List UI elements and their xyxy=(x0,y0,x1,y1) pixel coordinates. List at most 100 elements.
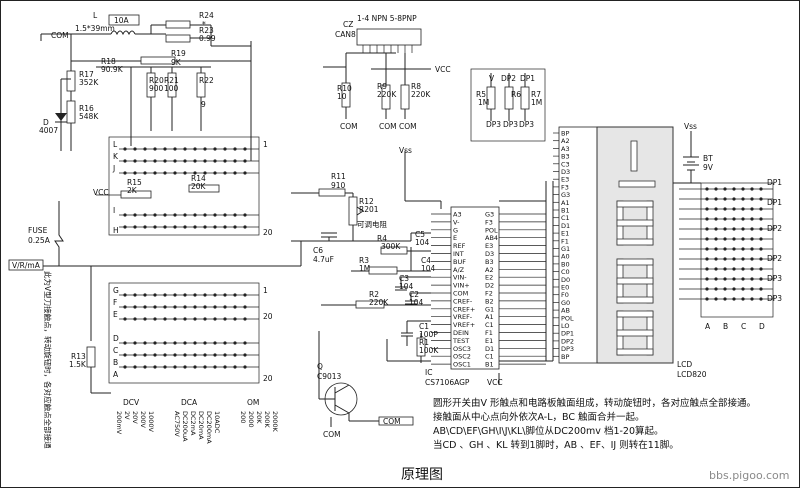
switch-contact-dot xyxy=(183,159,187,163)
switch-contact-dot xyxy=(213,213,217,217)
dp-switch-dot xyxy=(741,227,745,231)
switch-contact-dot xyxy=(183,147,187,151)
ic-lcd-bus xyxy=(498,181,554,385)
switch-contact-dot xyxy=(203,213,207,217)
label-switch-a: A xyxy=(113,370,119,379)
note-line-4: 当CD 、GH 、KL 转到1脚时，AB 、EF、IJ 则转在11脚。 xyxy=(433,439,679,451)
ic-pin-left-label: CREF+ xyxy=(453,305,475,313)
switch-contact-dot xyxy=(143,293,147,297)
ic-pin-left-label: VIN- xyxy=(453,274,467,282)
label-vcc-top: VCC xyxy=(435,65,451,74)
dp-switch-dot xyxy=(750,197,754,201)
range-group-title: DCA xyxy=(181,398,198,407)
range-item: DC20mA xyxy=(197,411,205,440)
switch-contact-dot xyxy=(213,159,217,163)
switch-contact-dot xyxy=(133,341,137,345)
switch-contact-dot xyxy=(153,353,157,357)
label-r11: R11 xyxy=(331,172,346,181)
switch-contact-dot xyxy=(213,305,217,309)
dp-switch-dot xyxy=(741,297,745,301)
switch-contact-dot xyxy=(243,159,247,163)
ic-pin-right-label: B2 xyxy=(485,297,494,305)
ic-pin-right-label: A1 xyxy=(485,313,494,321)
switch-contact-dot xyxy=(223,213,227,217)
label-r9-val: 220K xyxy=(377,90,397,99)
switch-contact-dot xyxy=(153,159,157,163)
dp-switch-dot xyxy=(732,297,736,301)
dp-switch-letter: A xyxy=(705,322,711,331)
range-item: 200mV xyxy=(115,411,123,435)
dp-switch-dot xyxy=(723,287,727,291)
switch-contact-dot xyxy=(123,147,127,151)
switch-contact-dot xyxy=(123,365,127,369)
switch-contact-dot xyxy=(203,147,207,151)
label-r20-val: 900 xyxy=(149,84,164,93)
label-switch-e: E xyxy=(113,310,118,319)
switch-contact-dot xyxy=(143,353,147,357)
switch-contact-dot xyxy=(123,159,127,163)
switch-contact-dot xyxy=(143,147,147,151)
label-c2: C2 xyxy=(409,290,419,299)
switch-contact-dot xyxy=(143,305,147,309)
lcd-pin-label: C3 xyxy=(561,160,570,168)
resistor-r3 xyxy=(368,266,398,275)
label-switch-g: G xyxy=(113,286,119,295)
ic-pin-right-label: B3 xyxy=(485,258,494,266)
switch-contacts xyxy=(123,147,247,369)
label-r4-val: 300K xyxy=(381,242,401,251)
lcd-pin-label: G1 xyxy=(561,245,570,253)
label-r11-val: 910 xyxy=(331,181,346,190)
lcd-pin-label: F1 xyxy=(561,237,569,245)
switch-contact-dot xyxy=(223,305,227,309)
dp-switch-letter: D xyxy=(759,322,765,331)
resistor-r24 xyxy=(165,20,191,29)
ic-pin-left-label: VREF+ xyxy=(453,321,475,329)
lcd-pin-label: E0 xyxy=(561,284,569,292)
range-item: 20K xyxy=(255,411,263,424)
ic-pin-left-label: A3 xyxy=(453,211,462,219)
label-pos-20c: 20 xyxy=(263,374,273,383)
switch-contact-dot xyxy=(173,317,177,321)
dp-switch-dot xyxy=(723,187,727,191)
rotary-switch-upper xyxy=(96,136,260,236)
label-switch-f: F xyxy=(113,298,117,307)
page-title: 原理图 xyxy=(401,467,443,483)
switch-contact-dot xyxy=(213,293,217,297)
label-r21: R21 xyxy=(164,76,179,85)
switch-contact-dot xyxy=(213,317,217,321)
switch-contact-dot xyxy=(163,225,167,229)
lcd-pin-label: D0 xyxy=(561,276,570,284)
input-wiring xyxy=(21,201,302,267)
ic-pin-left-label: OSC1 xyxy=(453,361,471,369)
dp-switch-dot xyxy=(732,257,736,261)
switch-contact-dot xyxy=(153,305,157,309)
dp-switch-dot xyxy=(705,267,709,271)
lcd-pin-label: A1 xyxy=(561,199,570,207)
label-dp3-bot2: DP3 xyxy=(503,120,518,129)
switch-contact-dot xyxy=(183,365,187,369)
ic-pin-left-label: A/Z xyxy=(453,266,465,274)
lcd-display: BPA2A3B3C3D3E3F3G3A1B1C1D1E1F1G1A0B0C0D0… xyxy=(553,126,674,364)
connector-can8 xyxy=(356,28,422,46)
ic-pin-left-label: G xyxy=(453,226,458,234)
dp-switch-dot xyxy=(714,187,718,191)
dp-switch-dot xyxy=(759,217,763,221)
switch-contact-dot xyxy=(193,317,197,321)
switch-contact-dot xyxy=(233,159,237,163)
label-c1-val: 100P xyxy=(419,330,438,339)
label-can8: CAN8 xyxy=(335,30,356,39)
switch-contact-dot xyxy=(183,213,187,217)
resistor-r17 xyxy=(66,70,76,92)
label-bt: BT xyxy=(703,154,713,163)
lcd-pin-label: B0 xyxy=(561,260,570,268)
switch-contact-dot xyxy=(233,225,237,229)
label-r10-val: 10 xyxy=(337,92,347,101)
switch-contact-dot xyxy=(223,353,227,357)
lcd-pin-label: C1 xyxy=(561,214,570,222)
lcd-pin-label: A2 xyxy=(561,137,570,145)
switch-contact-dot xyxy=(193,159,197,163)
label-r16-val: 548K xyxy=(79,112,99,121)
dp-switch-dot xyxy=(732,197,736,201)
lcd-pin-label: E3 xyxy=(561,176,569,184)
dp-switch-dot xyxy=(750,297,754,301)
